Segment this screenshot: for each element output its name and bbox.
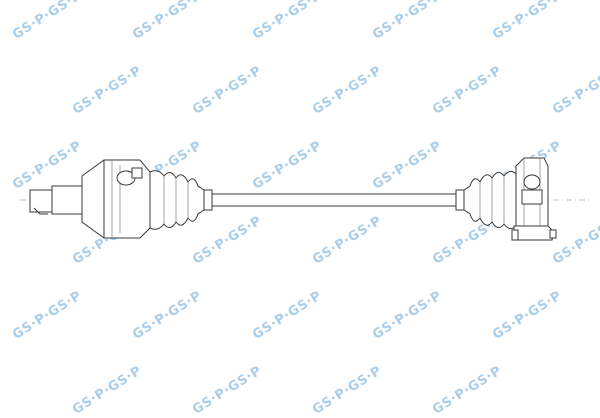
drive-shaft-drawing: [20, 157, 590, 241]
right-cv-joint: [511, 157, 557, 241]
right-flange: [513, 225, 555, 241]
left-boot: [149, 170, 213, 230]
main-shaft: [211, 193, 463, 207]
left-joint-clip: [131, 167, 143, 179]
left-cv-joint: [81, 159, 151, 239]
left-stub-shaft: [29, 185, 83, 215]
right-joint-ball: [523, 174, 541, 190]
right-boot: [455, 170, 517, 230]
